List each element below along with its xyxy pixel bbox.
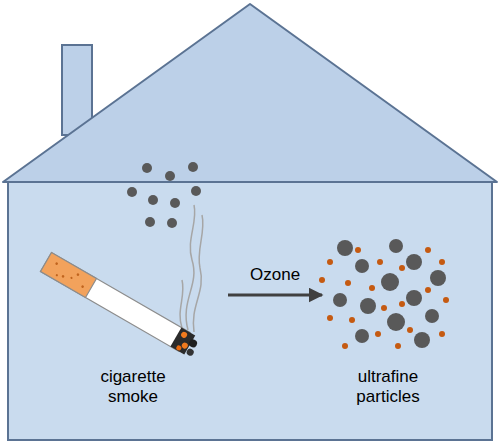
illustration-group: cigarette smoke [40,180,226,415]
ultrafine-orange-particles [319,247,449,349]
illustration-group: ultrafine particles [318,225,458,415]
cigarette [41,252,202,358]
caption-text: cigarette smoke [83,367,183,407]
smoke-wisps [180,205,203,332]
house-roof [3,4,497,182]
house-body [8,182,492,440]
smoke-particles [127,162,201,228]
reaction-arrow [228,294,322,297]
caption-text: ultrafine particles [338,367,438,407]
arrow-label: Ozone [250,265,300,285]
ultrafine-gray-particles [333,239,446,348]
